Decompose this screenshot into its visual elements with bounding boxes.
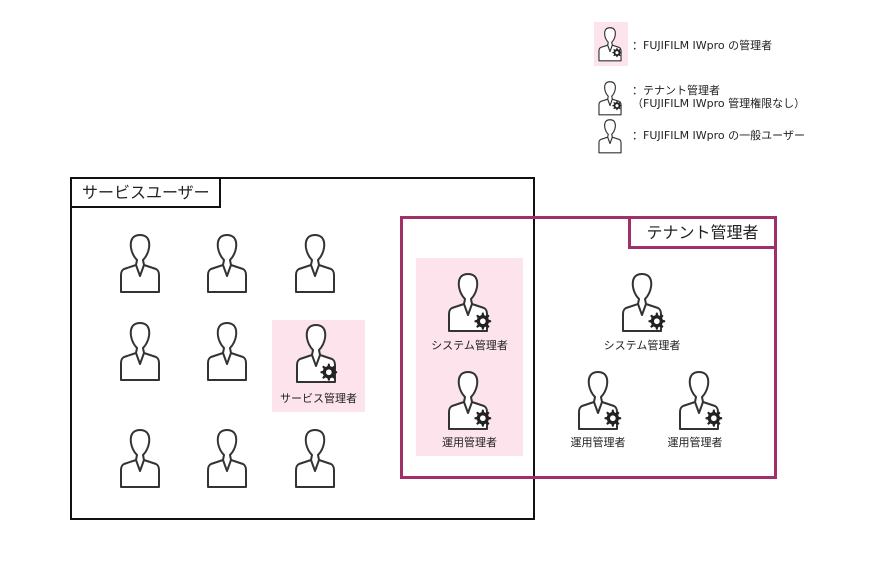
legend-tenant-text-2: （FUJIFILM IWpro 管理権限なし） (632, 97, 806, 110)
service-admin-gear-icon (318, 362, 338, 382)
legend-general-person-icon (597, 118, 623, 154)
service-user-6-icon (118, 427, 162, 489)
tenant-ops-admin-1-label: 運用管理者 (570, 436, 626, 449)
tenant-admins-box (400, 216, 777, 479)
service-user-2-icon (205, 232, 249, 294)
overlap-system-admin-label: システム管理者 (431, 339, 508, 352)
legend-tenant-gear-icon (611, 100, 622, 111)
overlap-system-admin-gear-icon (472, 311, 492, 331)
tenant-ops-admin-1-gear-icon (602, 408, 622, 428)
service-user-4-icon (118, 320, 162, 382)
service-user-5-icon (205, 320, 249, 382)
overlap-ops-admin-label: 運用管理者 (442, 436, 497, 449)
service-admin-label: サービス管理者 (280, 392, 357, 405)
service-users-title: サービスユーザー (70, 177, 221, 208)
tenant-system-admin-label: システム管理者 (603, 339, 681, 352)
tenant-admins-title: テナント管理者 (628, 216, 777, 249)
service-user-1-icon (118, 232, 162, 294)
legend-admin-gear-icon (611, 47, 622, 58)
service-users-box (70, 177, 535, 520)
service-user-3-icon (293, 232, 337, 294)
tenant-ops-admin-2-gear-icon (703, 408, 723, 428)
tenant-system-admin-gear-icon (646, 311, 666, 331)
service-user-7-icon (205, 427, 249, 489)
service-user-8-icon (293, 427, 337, 489)
legend-admin-text: ：FUJIFILM IWpro の管理者 (632, 39, 773, 52)
legend-tenant-text-1: ：テナント管理者 (632, 84, 720, 97)
legend-general-text: ：FUJIFILM IWpro の一般ユーザー (632, 129, 805, 142)
overlap-ops-admin-gear-icon (472, 408, 492, 428)
tenant-ops-admin-2-label: 運用管理者 (667, 436, 723, 449)
